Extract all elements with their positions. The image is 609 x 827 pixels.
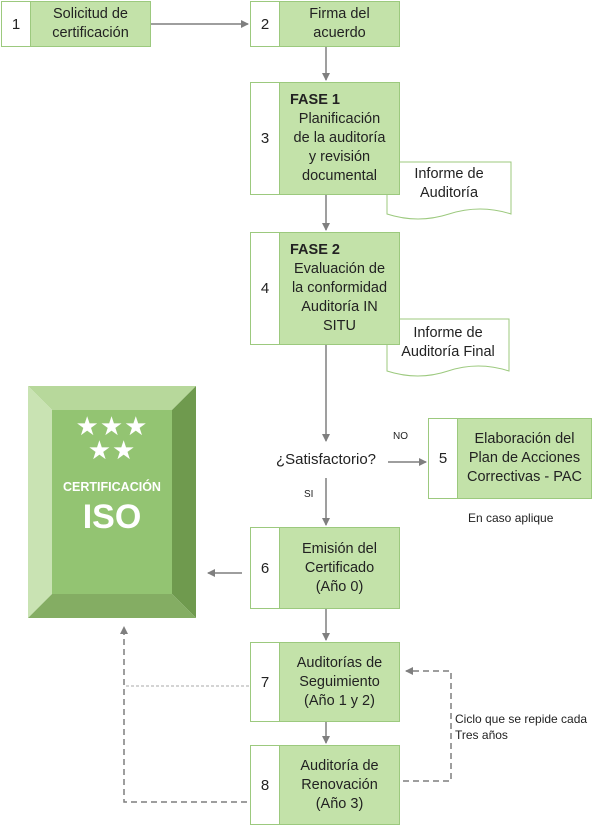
iso-certificate: ★★★ ★★ CERTIFICACIÓN ISO xyxy=(28,386,196,618)
step-line: Seguimiento xyxy=(299,673,380,690)
step-label: Solicitud de certificación xyxy=(31,2,150,46)
step-line: Firma del xyxy=(309,6,370,22)
dashed-8-to-cert xyxy=(120,626,247,803)
step-line: (Año 1 y 2) xyxy=(304,692,375,709)
step-line: Renovación xyxy=(301,776,378,793)
stars-icon: ★★★ ★★ xyxy=(75,411,149,465)
step-2-box: 2 Firma del acuerdo xyxy=(250,1,400,47)
step-line: Evaluación de xyxy=(293,261,386,277)
document-shape-2 xyxy=(386,318,510,377)
step-line: Auditoría IN xyxy=(301,299,378,315)
document-shape-1 xyxy=(386,161,512,220)
step-line: Certificado xyxy=(304,559,375,576)
step-line: Solicitud de xyxy=(53,6,128,22)
step-line: Auditorías de xyxy=(296,654,383,671)
step-6-box: 6 Emisión del Certificado (Año 0) xyxy=(250,527,400,609)
step-line: y revisión xyxy=(308,149,371,165)
step-number: 7 xyxy=(251,643,280,721)
pac-note: En caso aplique xyxy=(468,511,554,525)
step-line: Plan de Acciones xyxy=(468,450,581,466)
phase-title: FASE 1 xyxy=(290,92,340,108)
step-line: Elaboración del xyxy=(474,431,575,447)
step-line: certificación xyxy=(52,25,129,41)
step-line: acuerdo xyxy=(313,25,366,41)
certificate-title: CERTIFICACIÓN xyxy=(63,480,161,494)
step-4-box: 4 FASE 2 Evaluación de la conformidad Au… xyxy=(250,232,400,345)
step-label: FASE 2 Evaluación de la conformidad Audi… xyxy=(280,233,399,344)
cycle-note-line: Ciclo que se repide cada xyxy=(455,712,588,726)
document-line: Auditoría Final xyxy=(401,344,495,360)
decision-label: ¿Satisfactorio? xyxy=(275,451,377,468)
step-number: 3 xyxy=(251,83,280,194)
step-number: 6 xyxy=(251,528,280,608)
step-line: la conformidad xyxy=(291,280,388,296)
step-number: 5 xyxy=(429,419,458,498)
step-number: 8 xyxy=(251,746,280,824)
step-number: 2 xyxy=(251,2,280,46)
step-3-box: 3 FASE 1 Planificación de la auditoría y… xyxy=(250,82,400,195)
step-7-box: 7 Auditorías de Seguimiento (Año 1 y 2) xyxy=(250,642,400,722)
step-line: (Año 3) xyxy=(315,795,364,812)
step-line: Correctivas - PAC xyxy=(467,469,582,485)
cycle-note-line: Tres años xyxy=(455,728,508,742)
step-label: FASE 1 Planificación de la auditoría y r… xyxy=(280,83,399,194)
certificate-frame xyxy=(28,386,196,618)
step-label: Auditorías de Seguimiento (Año 1 y 2) xyxy=(280,643,399,721)
document-line: Auditoría xyxy=(419,185,479,201)
dashed-cycle-loop xyxy=(403,667,452,782)
certificate-face: ★★★ ★★ CERTIFICACIÓN ISO xyxy=(52,410,172,594)
step-line: documental xyxy=(302,168,377,184)
certificate-iso: ISO xyxy=(82,498,142,536)
step-5-box: 5 Elaboración del Plan de Acciones Corre… xyxy=(428,418,592,499)
step-1-box: 1 Solicitud de certificación xyxy=(1,1,151,47)
step-label: Emisión del Certificado (Año 0) xyxy=(280,528,399,608)
step-line: Auditoría de xyxy=(300,757,379,774)
step-8-box: 8 Auditoría de Renovación (Año 3) xyxy=(250,745,400,825)
document-2-label: Informe de Auditoría Final xyxy=(387,324,509,362)
decision-yes-label: SI xyxy=(304,489,314,500)
step-line: SITU xyxy=(322,318,357,334)
phase-title: FASE 2 xyxy=(290,242,340,258)
decision-no-label: NO xyxy=(393,431,408,442)
document-line: Informe de xyxy=(414,166,484,182)
stars-row-top: ★★★ xyxy=(75,411,149,441)
step-label: Firma del acuerdo xyxy=(280,2,399,46)
cycle-note: Ciclo que se repide cada Tres años xyxy=(455,711,587,743)
step-line: Planificación xyxy=(298,111,381,127)
step-number: 1 xyxy=(2,2,31,46)
step-line: Emisión del xyxy=(302,540,377,557)
step-label: Auditoría de Renovación (Año 3) xyxy=(280,746,399,824)
step-line: de la auditoría xyxy=(293,130,386,146)
step-label: Elaboración del Plan de Acciones Correct… xyxy=(458,419,591,498)
document-1-label: Informe de Auditoría xyxy=(387,165,511,203)
step-line: (Año 0) xyxy=(315,578,364,595)
stars-row-bottom: ★★ xyxy=(87,435,137,465)
document-line: Informe de xyxy=(413,325,483,341)
step-number: 4 xyxy=(251,233,280,344)
